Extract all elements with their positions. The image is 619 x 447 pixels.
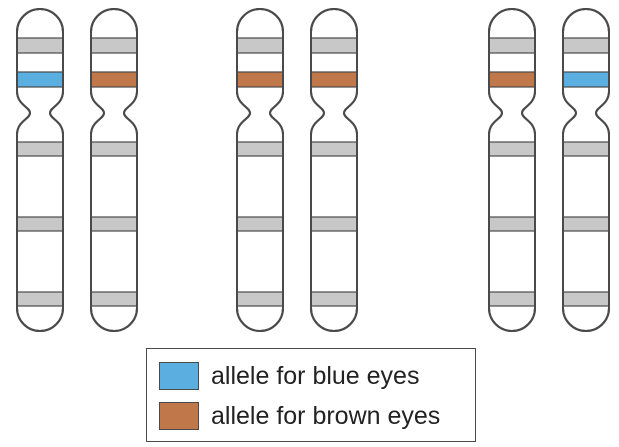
grey-band <box>311 38 357 53</box>
legend-item-blue: allele for blue eyes <box>159 361 419 391</box>
chromosome-3-left <box>489 9 535 331</box>
grey-band <box>489 217 535 231</box>
grey-band <box>17 292 63 306</box>
chromosome-body <box>91 9 137 331</box>
chromosome-body <box>237 9 283 331</box>
allele-band-blue <box>563 72 609 87</box>
chromosome-2-left <box>237 9 283 331</box>
allele-band-brown <box>311 72 357 87</box>
allele-band-brown <box>237 72 283 87</box>
chromosome-body <box>563 9 609 331</box>
grey-band <box>311 142 357 156</box>
legend-swatch-brown <box>159 402 199 430</box>
chromosome-1-left <box>17 9 63 331</box>
chromosome-3-right <box>563 9 609 331</box>
grey-band <box>563 38 609 53</box>
grey-band <box>17 217 63 231</box>
grey-band <box>91 217 137 231</box>
grey-band <box>563 217 609 231</box>
grey-band <box>489 38 535 53</box>
grey-band <box>91 292 137 306</box>
grey-band <box>237 38 283 53</box>
allele-band-brown <box>489 72 535 87</box>
chromosome-body <box>17 9 63 331</box>
grey-band <box>91 142 137 156</box>
grey-band <box>311 292 357 306</box>
grey-band <box>237 292 283 306</box>
grey-band <box>237 142 283 156</box>
allele-band-brown <box>91 72 137 87</box>
grey-band <box>17 142 63 156</box>
allele-band-blue <box>17 72 63 87</box>
chromosome-body <box>489 9 535 331</box>
legend: allele for blue eyes allele for brown ey… <box>146 348 476 442</box>
grey-band <box>489 142 535 156</box>
grey-band <box>563 142 609 156</box>
chromosome-body <box>311 9 357 331</box>
chromosome-1-right <box>91 9 137 331</box>
legend-item-brown: allele for brown eyes <box>159 401 440 431</box>
legend-swatch-blue <box>159 362 199 390</box>
grey-band <box>311 217 357 231</box>
chromosome-2-right <box>311 9 357 331</box>
grey-band <box>17 38 63 53</box>
grey-band <box>489 292 535 306</box>
grey-band <box>563 292 609 306</box>
legend-label-blue: allele for blue eyes <box>211 362 419 391</box>
grey-band <box>237 217 283 231</box>
legend-label-brown: allele for brown eyes <box>211 402 440 431</box>
grey-band <box>91 38 137 53</box>
